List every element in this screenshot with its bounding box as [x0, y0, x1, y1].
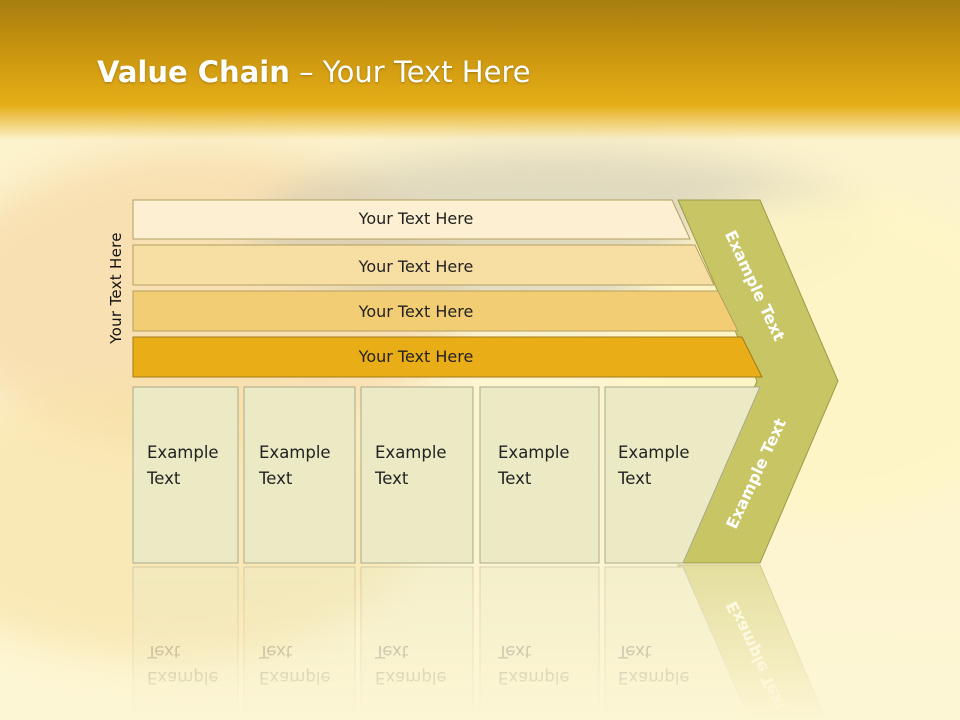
box-1-line-1: Example — [147, 443, 219, 462]
box-5-line-1: Example — [618, 443, 690, 462]
box-2-line-1: Example — [259, 443, 331, 462]
box-4 — [479, 386, 600, 564]
bar-4-label: Your Text Here — [358, 347, 474, 366]
reflection: Example Text Example Text Example Text E… — [132, 564, 827, 720]
bar-1 — [132, 199, 691, 240]
box-5 — [604, 386, 761, 564]
svg-text:Example: Example — [498, 668, 570, 687]
svg-text:Example: Example — [375, 668, 447, 687]
bars: Your Text Here Your Text Here Your Text … — [132, 199, 763, 378]
box-1-line-2: Text — [146, 469, 181, 488]
svg-text:Text: Text — [374, 642, 409, 661]
svg-text:Text: Text — [146, 642, 181, 661]
box-1 — [132, 386, 239, 564]
bar-4 — [132, 336, 763, 378]
bar-3-label: Your Text Here — [358, 302, 474, 321]
svg-text:Text: Text — [258, 642, 293, 661]
title-bold: Value Chain — [97, 55, 290, 89]
svg-text:Example: Example — [618, 668, 690, 687]
bar-2-label: Your Text Here — [358, 257, 474, 276]
bar-2 — [132, 244, 715, 286]
bar-3 — [132, 290, 739, 332]
box-3 — [360, 386, 474, 564]
box-5-line-2: Text — [617, 469, 652, 488]
svg-text:Text: Text — [497, 642, 532, 661]
header-band — [0, 0, 960, 140]
slide-title: Value Chain – Your Text Here — [97, 55, 531, 89]
svg-text:Example: Example — [259, 668, 331, 687]
title-rest: – Your Text Here — [289, 55, 531, 89]
box-3-line-2: Text — [374, 469, 409, 488]
bar-1-label: Your Text Here — [358, 209, 474, 228]
box-2-line-2: Text — [258, 469, 293, 488]
box-4-line-1: Example — [498, 443, 570, 462]
box-3-line-1: Example — [375, 443, 447, 462]
svg-text:Text: Text — [617, 642, 652, 661]
svg-text:Example: Example — [147, 668, 219, 687]
box-2 — [243, 386, 356, 564]
box-4-line-2: Text — [497, 469, 532, 488]
activity-boxes: Example Text Example Text Example Text E… — [132, 386, 761, 564]
